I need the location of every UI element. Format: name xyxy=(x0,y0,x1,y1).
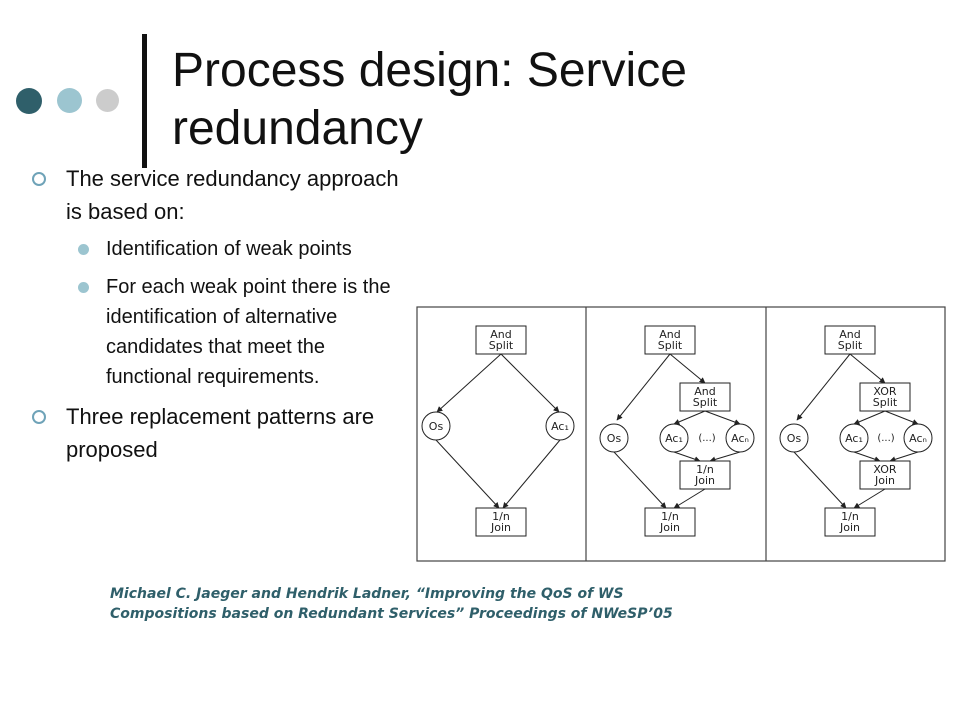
join-box xyxy=(644,507,696,537)
citation-line: Compositions based on Redundant Services… xyxy=(110,606,673,622)
os-label: Os xyxy=(607,432,622,445)
ellipsis-label: (...) xyxy=(877,433,894,444)
os-node xyxy=(421,411,451,441)
and-split-box xyxy=(475,325,527,355)
dot-light xyxy=(57,88,82,113)
sub-bullet-item: For each weak point there is the identif… xyxy=(30,272,410,392)
bullet-list: The service redundancy approach is based… xyxy=(30,162,410,472)
os-node xyxy=(779,423,809,453)
ac1-node xyxy=(839,423,869,453)
os-label: Os xyxy=(429,420,444,433)
ac1-node xyxy=(545,411,575,441)
acn-node xyxy=(725,423,755,453)
os-node xyxy=(599,423,629,453)
and-split-box xyxy=(644,325,696,355)
ring-bullet-icon xyxy=(32,172,46,186)
dot-bullet-icon xyxy=(78,282,89,293)
join-box xyxy=(824,507,876,537)
ellipsis-label: (...) xyxy=(698,433,715,444)
sub-bullet-item: Identification of weak points xyxy=(30,234,410,264)
os-label: Os xyxy=(787,432,802,445)
join-box xyxy=(475,507,527,537)
inner-join-box xyxy=(679,460,731,490)
bullet-item: The service redundancy approach is based… xyxy=(30,162,410,228)
xor-join-box xyxy=(859,460,911,490)
ac1-label: Ac₁ xyxy=(845,432,863,445)
citation: Michael C. Jaeger and Hendrik Ladner, “I… xyxy=(110,584,870,624)
sub-bullet-text: For each weak point there is the identif… xyxy=(106,276,391,388)
ac1-node xyxy=(659,423,689,453)
dot-grey xyxy=(96,89,119,112)
acn-node xyxy=(903,423,933,453)
sub-bullet-text: Identification of weak points xyxy=(106,238,352,260)
title-rule xyxy=(142,34,147,168)
acn-label: Acₙ xyxy=(731,432,749,445)
ac1-label: Ac₁ xyxy=(551,420,569,433)
xor-split-box xyxy=(859,382,911,412)
and-split-box xyxy=(824,325,876,355)
acn-label: Acₙ xyxy=(909,432,927,445)
dot-bullet-icon xyxy=(78,244,89,255)
bullet-item: Three replacement patterns are proposed xyxy=(30,400,410,466)
bullet-text: Three replacement patterns are proposed xyxy=(66,404,375,462)
ac1-label: Ac₁ xyxy=(665,432,683,445)
dot-dark xyxy=(16,88,42,114)
bullet-text: The service redundancy approach is based… xyxy=(66,166,399,224)
citation-line: Michael C. Jaeger and Hendrik Ladner, “I… xyxy=(110,586,624,602)
slide-title: Process design: Service redundancy xyxy=(172,44,687,155)
ring-bullet-icon xyxy=(32,410,46,424)
inner-split-box xyxy=(679,382,731,412)
